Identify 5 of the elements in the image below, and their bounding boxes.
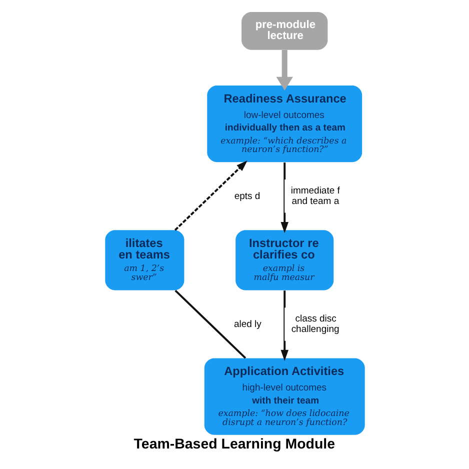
edge-label: aled ly: [234, 319, 261, 330]
diagram-title: Team-Based Learning Module: [133, 436, 335, 453]
edge-label: immediate f and team a: [290, 185, 340, 207]
edge-label: epts d: [234, 191, 260, 202]
edge-label: class disc challenging: [290, 314, 339, 335]
